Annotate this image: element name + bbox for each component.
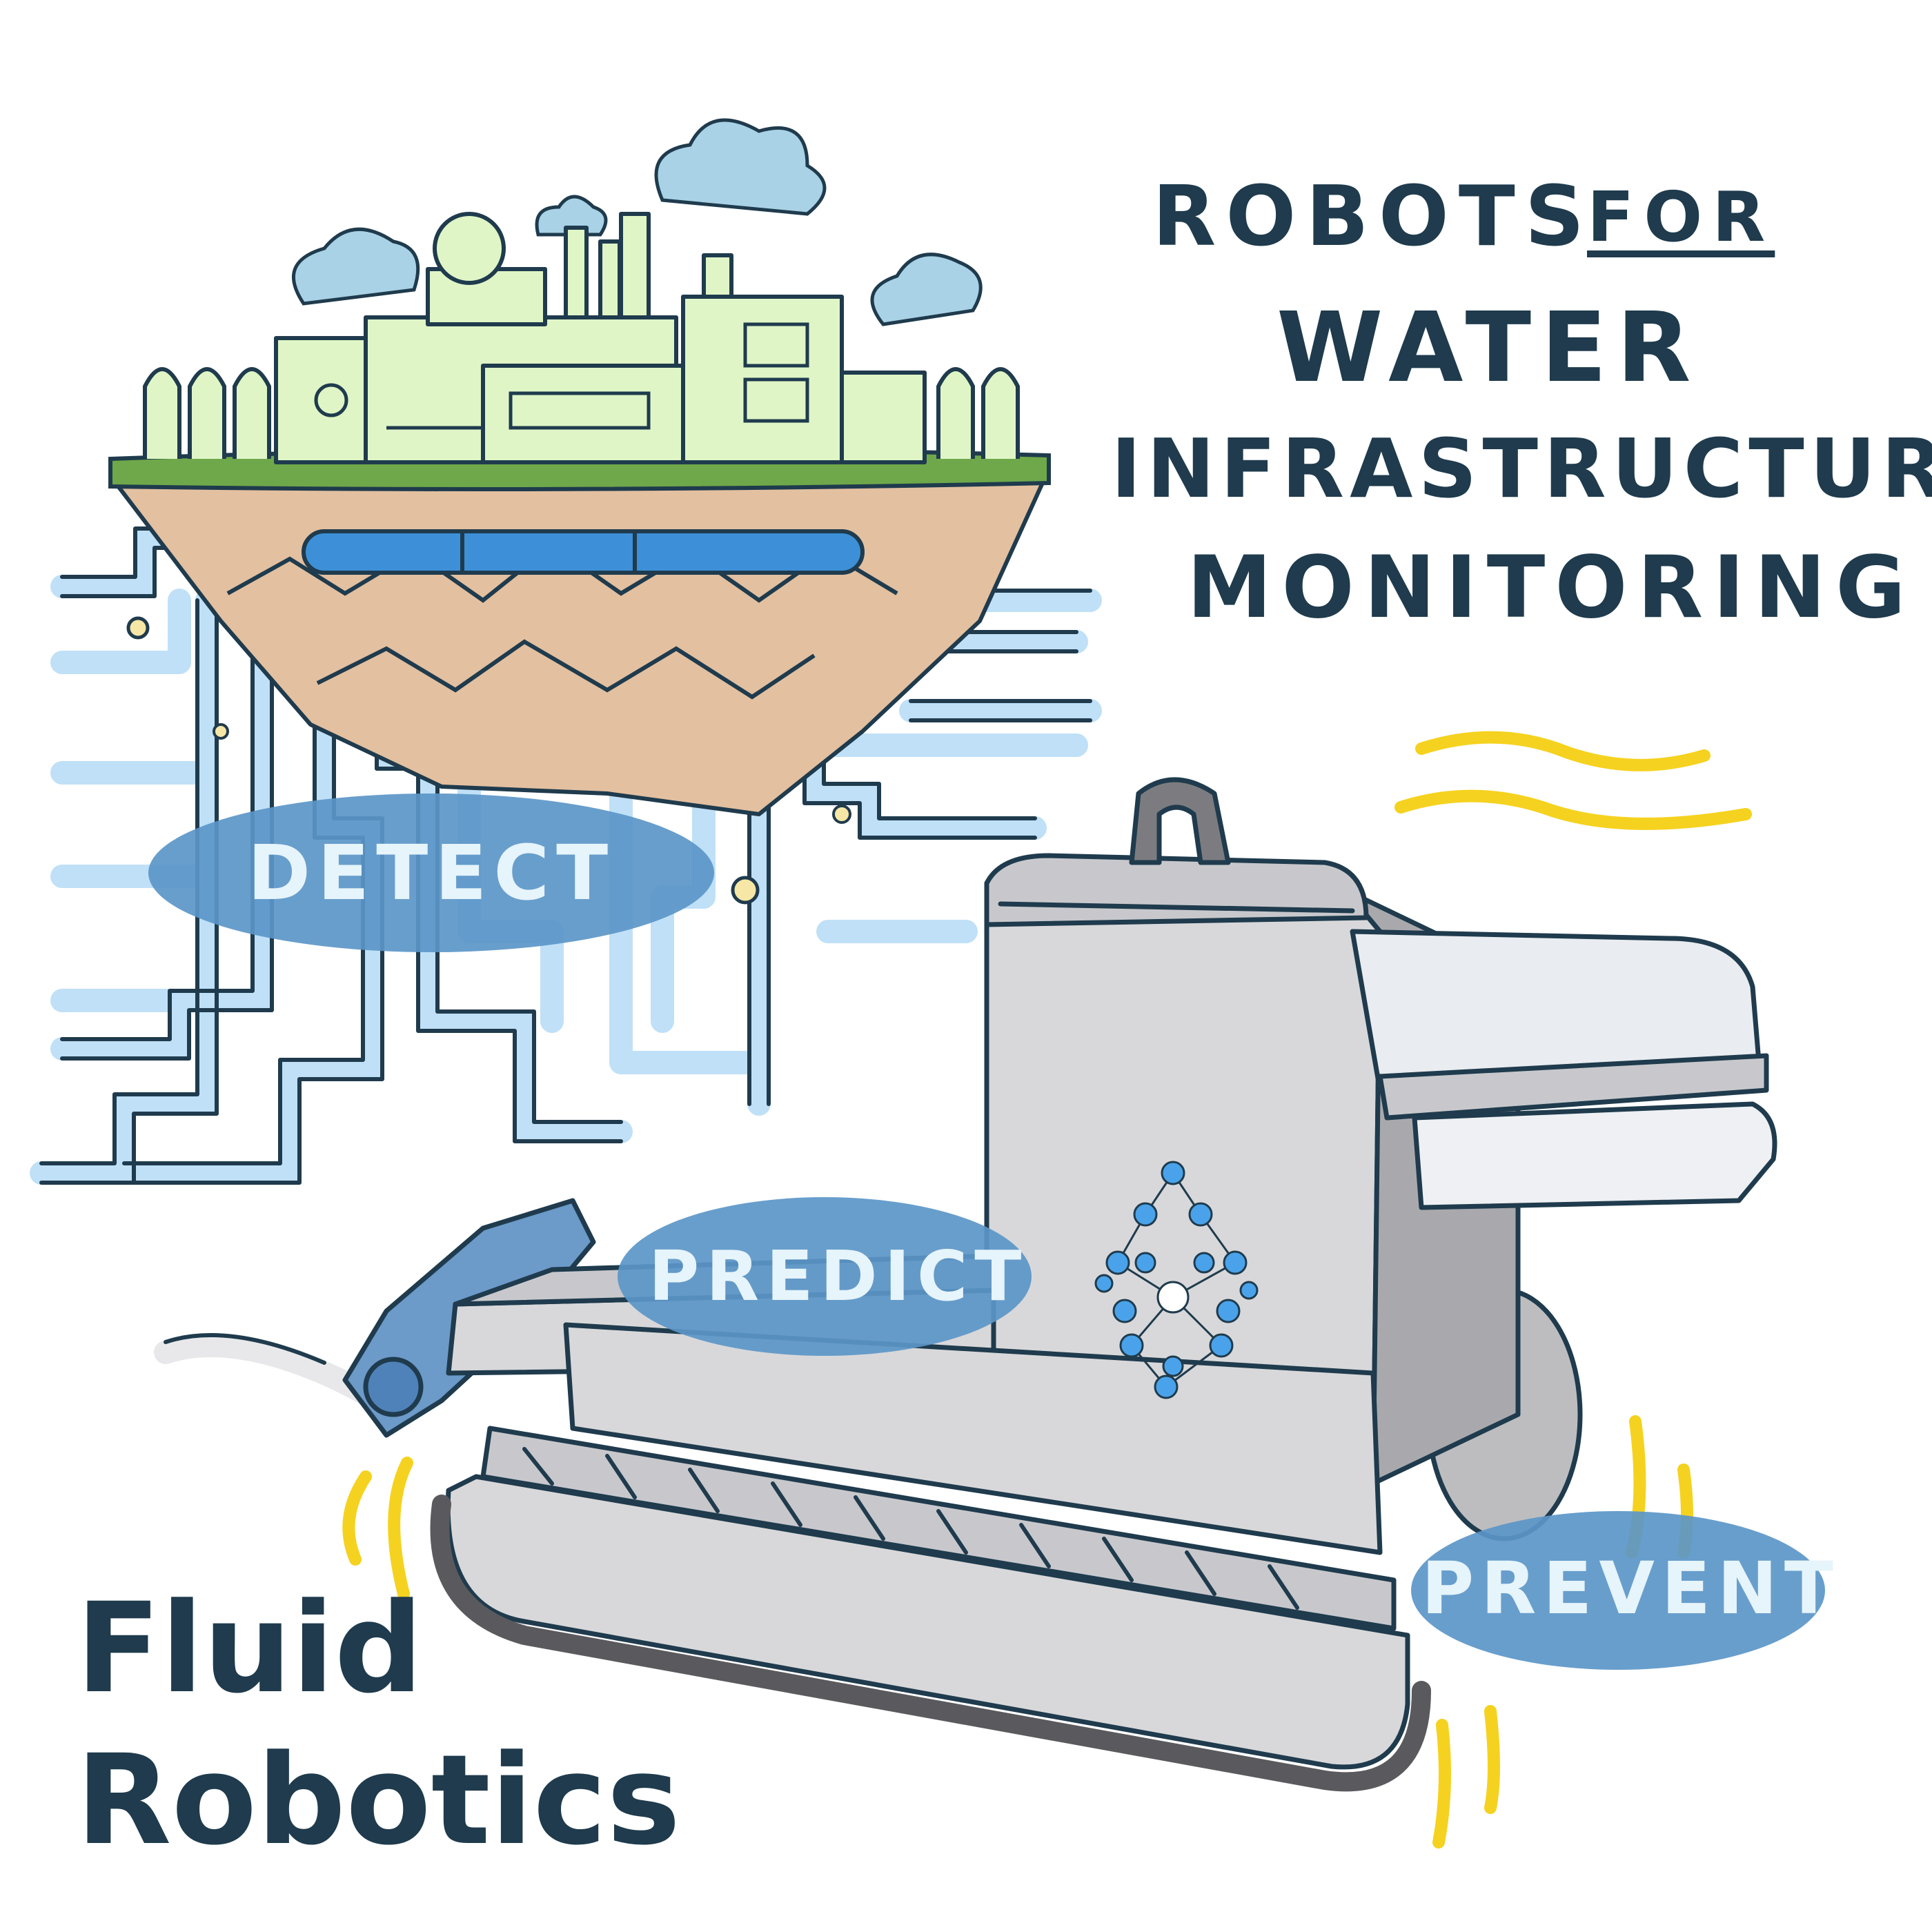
title-line-infrastructure: INFRASTRUCTURE	[1111, 421, 1932, 516]
prevent-pill	[1411, 1511, 1825, 1670]
brand-name-line2: Robotics	[76, 1728, 681, 1873]
predict-pill	[618, 1197, 1032, 1356]
title-word-for: FOR	[1587, 177, 1775, 257]
title-word-robots: ROBOTS	[1152, 169, 1595, 265]
detect-pill	[148, 793, 714, 952]
factory-island-illustration	[108, 118, 1051, 816]
motion-lines	[342, 731, 1752, 1849]
title-line-monitoring: MONITORING	[1187, 538, 1915, 638]
title-line-water: WATER	[1276, 292, 1701, 404]
brand-name-line1: Fluid	[76, 1577, 424, 1721]
predict-label: PREDICT	[649, 1236, 1029, 1317]
detect-label: DETECT	[247, 829, 615, 917]
neural-network-drop-icon	[1094, 1161, 1259, 1399]
prevent-label: PREVENT	[1421, 1546, 1840, 1630]
